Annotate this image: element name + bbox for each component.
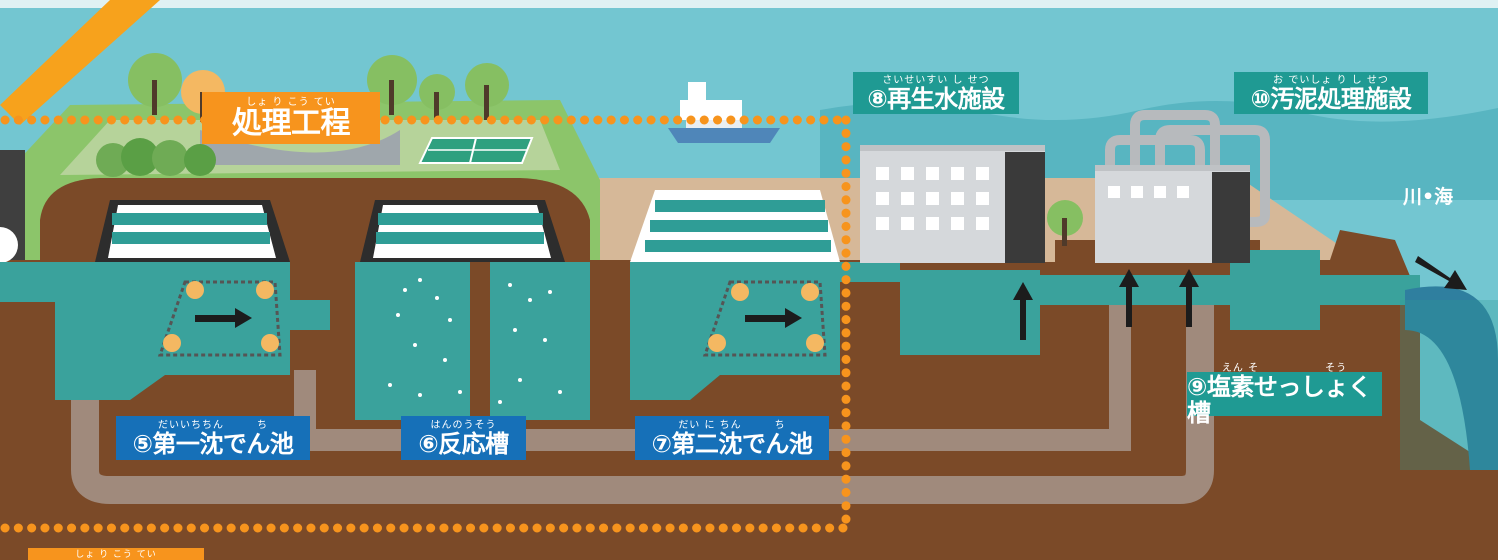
secondary-title: ⑦第二沈でん池 (651, 429, 813, 458)
primary-ruby: だいいちちん ち (158, 419, 268, 431)
chlorine-title: ⑨塩素せっしょく槽 (1187, 372, 1372, 427)
process-label: しょ り こう てい 処理工程 (202, 92, 380, 144)
channel (290, 300, 330, 330)
tree (128, 53, 182, 115)
river-outflow (1405, 286, 1498, 470)
secondary-scraper (702, 280, 827, 357)
process-ruby: しょ り こう てい (246, 96, 336, 108)
reaction-tank-water (490, 262, 590, 420)
tank-roof (360, 200, 565, 262)
bottom-process-ruby-tab: しょ り こう てい (28, 549, 204, 560)
river-water (1400, 300, 1498, 470)
ship (668, 82, 780, 143)
sludge-title: ⑩汚泥処理施設 (1250, 84, 1412, 113)
sludge-treatment-building (1095, 110, 1270, 263)
sun-ray (0, 0, 160, 125)
building-windows (1108, 186, 1189, 198)
reaction-ruby: はんのうそう (430, 419, 497, 431)
inflow-channel (0, 262, 55, 302)
primary-scraper (157, 280, 282, 357)
reclaimed-water-label: さいせいすい し せつ ⑧再生水施設 (853, 72, 1019, 114)
tree (419, 74, 455, 120)
chlorine-tank-label: えん そ そう ⑨塩素せっしょく槽 (1187, 363, 1382, 426)
bush (96, 143, 130, 177)
bottom-ruby: しょ り こう てい (75, 549, 157, 560)
sludge-label: お でいしょ り し せつ ⑩汚泥処理施設 (1234, 72, 1428, 114)
reclaimed-channel (900, 270, 1040, 355)
primary-tank-water (55, 262, 290, 400)
process-title: 処理工程 (232, 105, 351, 141)
reclaimed-title: ⑧再生水施設 (867, 84, 1005, 113)
bottom-process-tab (28, 548, 204, 560)
reclaimed-ruby: さいせいすい し せつ (882, 74, 990, 86)
aeration-bubbles (388, 278, 562, 404)
park-plaza (200, 130, 400, 165)
secondary-tank-label: だい に ちん ち ⑦第二沈でん池 (635, 416, 829, 460)
top-border (0, 0, 1498, 8)
bush (121, 138, 159, 176)
secondary-ruby: だい に ちん ち (678, 419, 786, 431)
primary-tank-label: だいいちちん ち ⑤第一沈でん池 (116, 416, 310, 460)
tank-roof (630, 190, 840, 262)
chlorine-tank-water (1230, 250, 1320, 330)
bush (152, 140, 188, 176)
reaction-title: ⑥反応槽 (418, 429, 509, 458)
chlorine-ruby: えん そ そう (1221, 362, 1348, 374)
reaction-tank-water (355, 262, 470, 420)
return-pipe (71, 300, 1214, 504)
flow-arrows (195, 256, 1467, 340)
pipe-inlet (0, 227, 18, 263)
primary-title: ⑤第一沈でん池 (132, 429, 294, 458)
tennis-court (418, 137, 534, 164)
process-boundary (0, 115, 851, 533)
sludge-ruby: お でいしょ り し せつ (1273, 74, 1389, 86)
river-sea-label: 川•海 (1403, 186, 1454, 208)
tree (1047, 200, 1083, 246)
tank-roof (95, 200, 290, 262)
building-windows (876, 167, 989, 230)
bush (184, 144, 216, 176)
reaction-tank-label: はんのうそう ⑥反応槽 (401, 416, 526, 460)
secondary-tank-water (630, 262, 840, 400)
channel (840, 262, 900, 282)
tree (465, 63, 509, 120)
